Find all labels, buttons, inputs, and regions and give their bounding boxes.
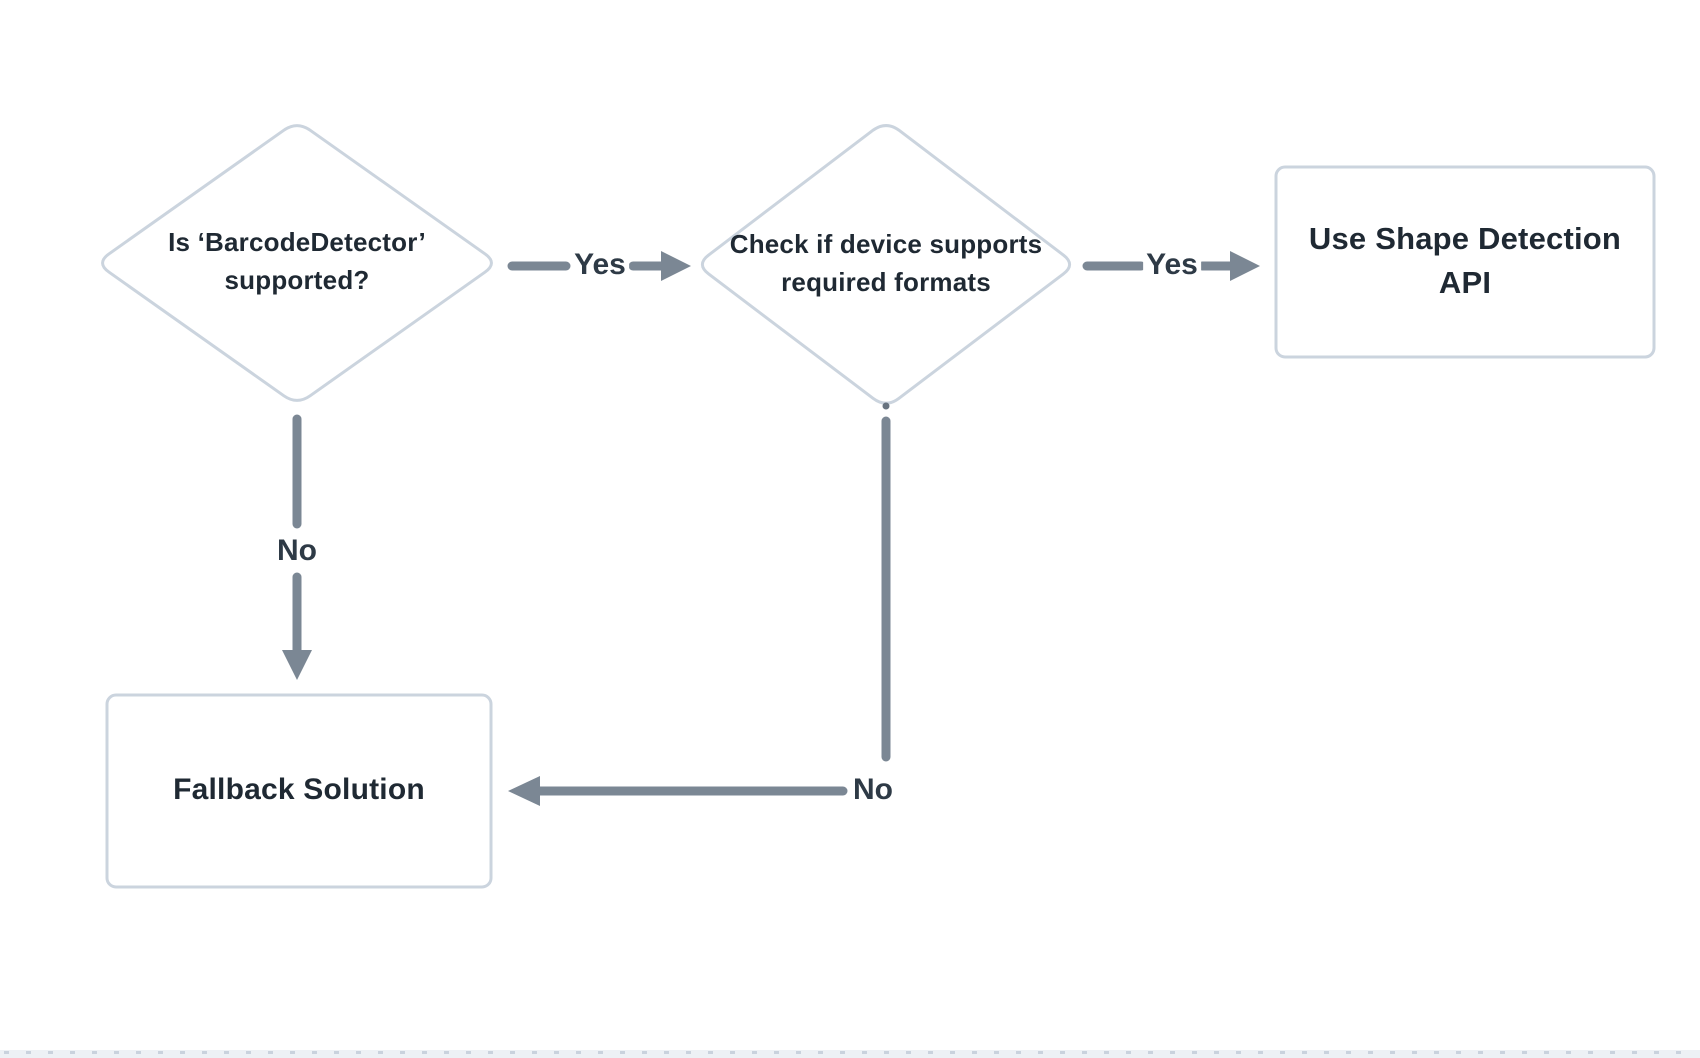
cropped-content-strip <box>0 1050 1700 1058</box>
edge-label-yes-1: Yes <box>571 248 629 282</box>
node-label-fallback: Fallback Solution <box>173 773 425 806</box>
edge-origin-dot <box>882 402 890 410</box>
decision-diamond-formats <box>700 124 1072 405</box>
arrowhead-right-icon <box>1230 251 1260 281</box>
cropped-content-marks <box>4 1051 1696 1054</box>
edge-no-formats-to-fallback <box>508 402 891 806</box>
edge-label-no-1: No <box>274 534 320 568</box>
node-label-barcode-check: Is ‘BarcodeDetector’ supported? <box>168 227 426 295</box>
arrowhead-right-icon <box>661 251 691 281</box>
decision-diamond-barcode <box>101 124 493 402</box>
edge-label-no-2: No <box>850 773 896 807</box>
edge-yes-formats-to-shape-api <box>1082 251 1260 281</box>
edge-no-barcode-to-fallback <box>282 414 312 680</box>
process-box-shape-api <box>1274 165 1656 359</box>
arrowhead-left-icon <box>508 776 540 806</box>
process-box-fallback <box>105 693 493 889</box>
node-label-format-check: Check if device supports required format… <box>729 229 1043 297</box>
edge-label-yes-2: Yes <box>1143 248 1201 282</box>
arrowhead-down-icon <box>282 650 312 680</box>
edge-yes-barcode-to-formats <box>507 251 691 281</box>
node-label-shape-api: Use Shape Detection API <box>1308 221 1622 300</box>
